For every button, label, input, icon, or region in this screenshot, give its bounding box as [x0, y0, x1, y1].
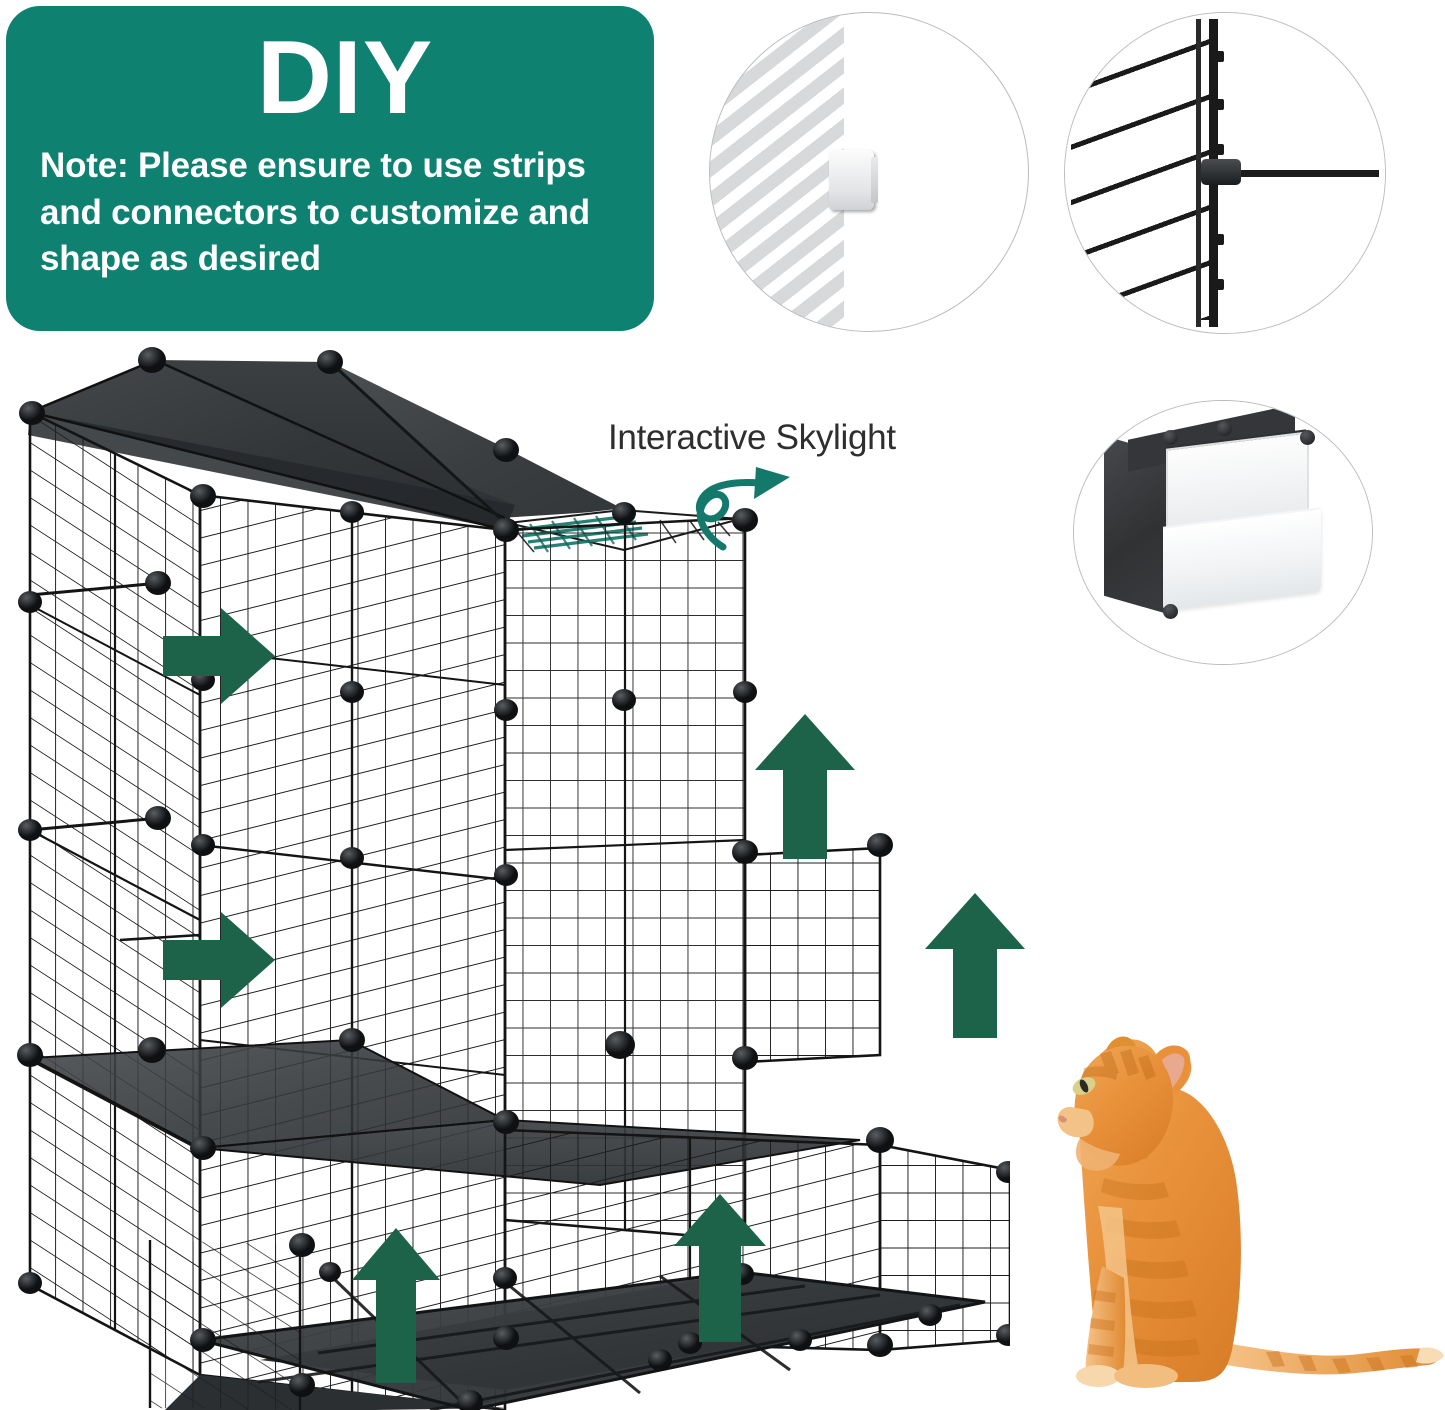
zip-tie-detail-photo — [1064, 12, 1386, 334]
cat-front-leg — [1076, 1266, 1126, 1387]
interactive-skylight-label: Interactive Skylight — [608, 418, 896, 457]
mesh-nub-5 — [1215, 278, 1225, 290]
skylight-curved-arrow-icon — [695, 467, 790, 551]
arrow-up-floor-left-icon — [352, 1228, 440, 1383]
zip-tie-image — [1065, 13, 1385, 333]
diy-badge: DIY Note: Please ensure to use strips an… — [6, 6, 654, 331]
arrow-up-right-upper-icon — [755, 714, 855, 859]
orange-tabby-cat-image — [1057, 1036, 1444, 1388]
product-illustration — [17, 347, 1010, 1410]
diy-badge-note: Note: Please ensure to use strips and co… — [40, 146, 590, 279]
lower-divider-panel — [148, 1240, 302, 1410]
connector-knobs — [17, 347, 1010, 1410]
mesh-diagonal-panel — [1071, 25, 1213, 321]
zip-tie-icon — [1201, 158, 1241, 185]
mesh-vertical-bar-secondary — [1196, 19, 1202, 327]
mesh-nub-2 — [1215, 99, 1225, 111]
cube-connector-knob-1 — [1163, 429, 1179, 445]
mesh-horizontal-bar — [1212, 169, 1379, 177]
connector-clip-detail-photo — [709, 12, 1029, 332]
connector-clip-image — [710, 13, 1028, 331]
mesh-nub-1 — [1215, 51, 1225, 63]
internal-shelf-rails — [29, 581, 201, 942]
litter-tray-image — [1074, 401, 1372, 664]
white-clip-icon — [829, 149, 878, 211]
cube-connector-knob-2 — [1217, 420, 1233, 436]
arrow-up-right-lower-icon — [925, 893, 1025, 1038]
cube-connector-knob-4 — [1163, 603, 1179, 619]
cat-tail — [1218, 1342, 1444, 1375]
mesh-nub-3 — [1215, 144, 1225, 156]
cat-head — [1057, 1036, 1191, 1171]
tower-front-mesh-panel — [28, 409, 202, 1378]
mesh-nub-4 — [1215, 233, 1225, 245]
litter-tray-detail-photo — [1073, 400, 1373, 665]
roof-panels — [28, 358, 625, 532]
blinds-reflection — [710, 13, 844, 331]
arrow-right-upper-icon — [163, 608, 275, 704]
arrow-right-lower-icon — [163, 912, 275, 1008]
cat-hind-paw — [1114, 1364, 1178, 1388]
arrow-up-floor-right-icon — [674, 1194, 766, 1342]
right-module-back-wall — [743, 846, 882, 1064]
diy-badge-heading: DIY — [256, 20, 434, 136]
pull-out-tray — [1163, 509, 1322, 611]
cube-connector-knob-3 — [1300, 429, 1316, 445]
